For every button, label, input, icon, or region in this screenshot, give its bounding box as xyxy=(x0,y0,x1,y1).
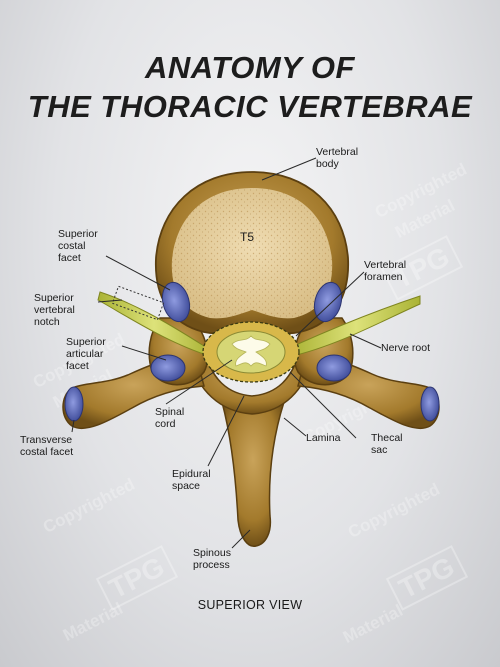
label-thecal-sac: Thecal sac xyxy=(371,432,403,456)
label-spinal-cord: Spinal cord xyxy=(155,406,185,430)
label-epidural-space: Epidural space xyxy=(172,468,211,492)
vertebra-level-label: T5 xyxy=(240,230,255,244)
label-lamina: Lamina xyxy=(306,432,341,444)
label-superior-costal-facet: Superior costal facet xyxy=(58,228,98,264)
superior-articular-facet-right xyxy=(316,354,352,382)
transverse-costal-facet-right xyxy=(420,386,440,422)
label-transverse-costal-facet: Transverse costal facet xyxy=(20,434,74,458)
label-spinous-process: Spinous process xyxy=(193,547,231,571)
dashed-notch-outline xyxy=(111,285,165,321)
label-nerve-root: Nerve root xyxy=(381,342,431,354)
label-vertebral-foramen: Vertebral foramen xyxy=(364,259,407,283)
spinous-process-shape xyxy=(221,401,286,547)
transverse-costal-facet-left xyxy=(64,386,84,422)
view-caption: SUPERIOR VIEW xyxy=(197,598,303,612)
label-superior-vertebral-notch: Superior vertebral notch xyxy=(34,292,75,328)
superior-articular-facet-left xyxy=(150,354,186,382)
label-superior-articular-facet: Superior articular facet xyxy=(66,336,106,372)
page-title-line2: THE THORACIC VERTEBRAE xyxy=(27,89,473,124)
grey-matter-shape xyxy=(231,335,271,367)
page-title-line1: ANATOMY OF xyxy=(145,50,355,85)
superior-costal-facet-left xyxy=(161,281,191,323)
label-vertebral-body: Vertebral body xyxy=(316,146,359,170)
leader-lines xyxy=(71,157,382,549)
